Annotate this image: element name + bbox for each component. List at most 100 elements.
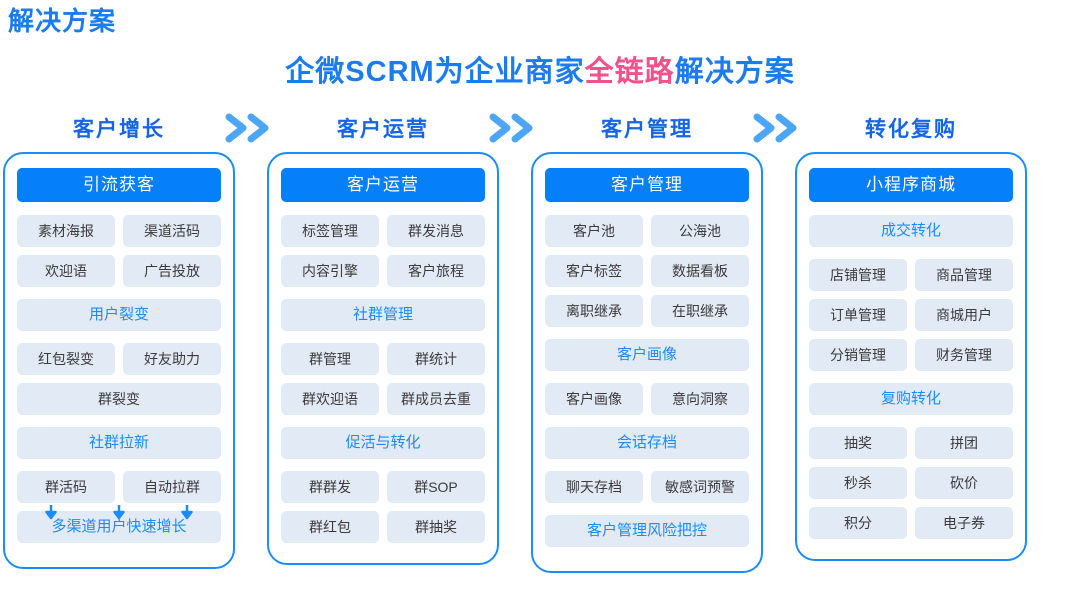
feature-tile[interactable]: 标签管理 xyxy=(281,215,379,247)
feature-tile[interactable]: 分销管理 xyxy=(809,339,907,371)
panel-title-operations: 客户运营 xyxy=(281,168,485,202)
section-tile[interactable]: 客户管理风险把控 xyxy=(545,515,749,547)
tile-row: 标签管理群发消息 xyxy=(281,215,485,247)
tile-row: 多渠道用户快速增长 xyxy=(17,511,221,543)
tile-row: 群活码自动拉群 xyxy=(17,471,221,503)
feature-tile[interactable]: 红包裂变 xyxy=(17,343,115,375)
feature-tile[interactable]: 内容引擎 xyxy=(281,255,379,287)
feature-tile[interactable]: 群统计 xyxy=(387,343,485,375)
tile-row: 社群管理 xyxy=(281,299,485,331)
feature-tile[interactable]: 抽奖 xyxy=(809,427,907,459)
feature-tile[interactable]: 群管理 xyxy=(281,343,379,375)
feature-tile[interactable]: 欢迎语 xyxy=(17,255,115,287)
feature-tile[interactable]: 商品管理 xyxy=(915,259,1013,291)
feature-tile[interactable]: 群活码 xyxy=(17,471,115,503)
stage-separator-1 xyxy=(225,113,269,143)
tile-row: 聊天存档敏感词预警 xyxy=(545,471,749,503)
tile-row: 抽奖拼团 xyxy=(809,427,1013,459)
tile-row: 客户池公海池 xyxy=(545,215,749,247)
section-tile[interactable]: 多渠道用户快速增长 xyxy=(17,511,221,543)
tile-row: 促活与转化 xyxy=(281,427,485,459)
feature-tile[interactable]: 群发消息 xyxy=(387,215,485,247)
panel-title-management: 客户管理 xyxy=(545,168,749,202)
tile-row: 内容引擎客户旅程 xyxy=(281,255,485,287)
column-slot-management: 客户管理客户池公海池客户标签数据看板离职继承在职继承客户画像客户画像意向洞察会话… xyxy=(528,152,766,573)
feature-tile[interactable]: 好友助力 xyxy=(123,343,221,375)
stage-header-operations: 客户运营 xyxy=(337,118,429,141)
feature-tile[interactable]: 群红包 xyxy=(281,511,379,543)
feature-tile[interactable]: 秒杀 xyxy=(809,467,907,499)
feature-tile[interactable]: 敏感词预警 xyxy=(651,471,749,503)
feature-tile[interactable]: 客户池 xyxy=(545,215,643,247)
stage-header-conversion: 转化复购 xyxy=(865,118,957,141)
section-tile[interactable]: 促活与转化 xyxy=(281,427,485,459)
feature-tile[interactable]: 客户旅程 xyxy=(387,255,485,287)
tile-row: 红包裂变好友助力 xyxy=(17,343,221,375)
tile-row: 会话存档 xyxy=(545,427,749,459)
tile-row: 秒杀砍价 xyxy=(809,467,1013,499)
tile-row: 群管理群统计 xyxy=(281,343,485,375)
feature-tile[interactable]: 群裂变 xyxy=(17,383,221,415)
panel-operations: 客户运营标签管理群发消息内容引擎客户旅程社群管理群管理群统计群欢迎语群成员去重促… xyxy=(267,152,499,565)
tile-row: 群群发群SOP xyxy=(281,471,485,503)
double-chevron-right-icon xyxy=(753,113,805,143)
tile-row: 成交转化 xyxy=(809,215,1013,247)
section-tile[interactable]: 客户画像 xyxy=(545,339,749,371)
section-tile[interactable]: 成交转化 xyxy=(809,215,1013,247)
feature-tile[interactable]: 数据看板 xyxy=(651,255,749,287)
feature-tile[interactable]: 公海池 xyxy=(651,215,749,247)
section-tile[interactable]: 社群拉新 xyxy=(17,427,221,459)
feature-tile[interactable]: 广告投放 xyxy=(123,255,221,287)
tile-row: 群裂变 xyxy=(17,383,221,415)
feature-tile[interactable]: 积分 xyxy=(809,507,907,539)
feature-tile[interactable]: 聊天存档 xyxy=(545,471,643,503)
feature-tile[interactable]: 群成员去重 xyxy=(387,383,485,415)
panel-growth: 引流获客素材海报渠道活码欢迎语广告投放用户裂变红包裂变好友助力群裂变社群拉新群活… xyxy=(3,152,235,569)
tile-row: 分销管理财务管理 xyxy=(809,339,1013,371)
panel-title-growth: 引流获客 xyxy=(17,168,221,202)
feature-tile[interactable]: 渠道活码 xyxy=(123,215,221,247)
panel-conversion: 小程序商城成交转化店铺管理商品管理订单管理商城用户分销管理财务管理复购转化抽奖拼… xyxy=(795,152,1027,561)
feature-tile[interactable]: 素材海报 xyxy=(17,215,115,247)
stage-header-row: 客户增长 客户运营 客户管理 转化复购 xyxy=(0,106,1080,150)
tile-row: 客户画像意向洞察 xyxy=(545,383,749,415)
tile-row: 积分电子券 xyxy=(809,507,1013,539)
feature-tile[interactable]: 商城用户 xyxy=(915,299,1013,331)
column-slot-conversion: 小程序商城成交转化店铺管理商品管理订单管理商城用户分销管理财务管理复购转化抽奖拼… xyxy=(792,152,1030,561)
feature-tile[interactable]: 意向洞察 xyxy=(651,383,749,415)
section-tile[interactable]: 用户裂变 xyxy=(17,299,221,331)
feature-tile[interactable]: 群SOP xyxy=(387,471,485,503)
tile-row: 用户裂变 xyxy=(17,299,221,331)
stage-separator-2 xyxy=(489,113,533,143)
feature-tile[interactable]: 在职继承 xyxy=(651,295,749,327)
feature-tile[interactable]: 订单管理 xyxy=(809,299,907,331)
feature-tile[interactable]: 拼团 xyxy=(915,427,1013,459)
double-chevron-right-icon xyxy=(225,113,277,143)
tile-row: 群红包群抽奖 xyxy=(281,511,485,543)
stage-header-management: 客户管理 xyxy=(601,118,693,141)
feature-tile[interactable]: 自动拉群 xyxy=(123,471,221,503)
section-tile[interactable]: 复购转化 xyxy=(809,383,1013,415)
feature-tile[interactable]: 砍价 xyxy=(915,467,1013,499)
tile-row: 离职继承在职继承 xyxy=(545,295,749,327)
feature-tile[interactable]: 店铺管理 xyxy=(809,259,907,291)
feature-tile[interactable]: 群群发 xyxy=(281,471,379,503)
feature-tile[interactable]: 群抽奖 xyxy=(387,511,485,543)
feature-tile[interactable]: 离职继承 xyxy=(545,295,643,327)
column-slot-operations: 客户运营标签管理群发消息内容引擎客户旅程社群管理群管理群统计群欢迎语群成员去重促… xyxy=(264,152,502,565)
panel-management: 客户管理客户池公海池客户标签数据看板离职继承在职继承客户画像客户画像意向洞察会话… xyxy=(531,152,763,573)
double-chevron-right-icon xyxy=(489,113,541,143)
title-part-2: 解决方案 xyxy=(674,56,795,88)
page-title: 企微SCRM为企业商家全链路解决方案 xyxy=(0,48,1080,90)
tile-row: 客户画像 xyxy=(545,339,749,371)
feature-tile[interactable]: 财务管理 xyxy=(915,339,1013,371)
stage-header-growth: 客户增长 xyxy=(73,118,165,141)
feature-tile[interactable]: 群欢迎语 xyxy=(281,383,379,415)
section-tile[interactable]: 社群管理 xyxy=(281,299,485,331)
section-tile[interactable]: 会话存档 xyxy=(545,427,749,459)
feature-tile[interactable]: 客户标签 xyxy=(545,255,643,287)
title-part-1: 企微SCRM为企业商家 xyxy=(285,56,585,88)
feature-tile[interactable]: 客户画像 xyxy=(545,383,643,415)
feature-tile[interactable]: 电子券 xyxy=(915,507,1013,539)
tile-row: 素材海报渠道活码 xyxy=(17,215,221,247)
